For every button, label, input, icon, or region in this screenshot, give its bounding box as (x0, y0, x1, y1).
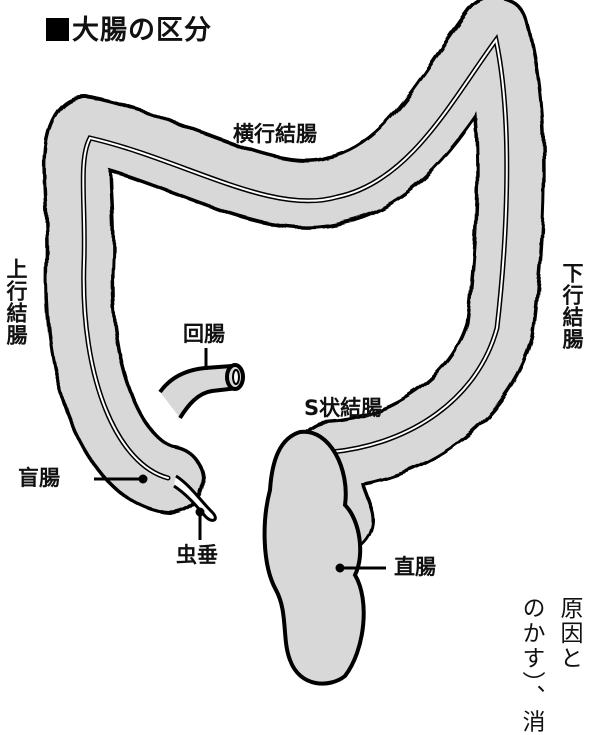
appendix-dot (197, 509, 203, 515)
label-descending-colon: 下行結腸 (561, 262, 582, 350)
page-title: 大腸の区分 (46, 8, 212, 47)
label-appendix: 虫垂 (176, 545, 218, 566)
square-bullet-icon (46, 18, 69, 41)
title-text: 大腸の区分 (72, 15, 212, 46)
label-rectum: 直腸 (394, 557, 436, 578)
ileum-tube (160, 365, 243, 418)
side-text-column-1: 原因と (557, 596, 580, 671)
large-intestine-diagram (0, 0, 590, 690)
label-cecum: 盲腸 (18, 468, 60, 489)
label-ileum: 回腸 (183, 324, 225, 345)
rectum-dot (337, 565, 343, 571)
cecum-dot (140, 476, 146, 482)
label-sigmoid-colon: S状結腸 (304, 398, 382, 419)
side-text-column-2: のかす）、消 (519, 596, 542, 735)
label-ascending-colon: 上行結腸 (5, 258, 26, 346)
label-transverse-colon: 横行結腸 (233, 124, 317, 145)
